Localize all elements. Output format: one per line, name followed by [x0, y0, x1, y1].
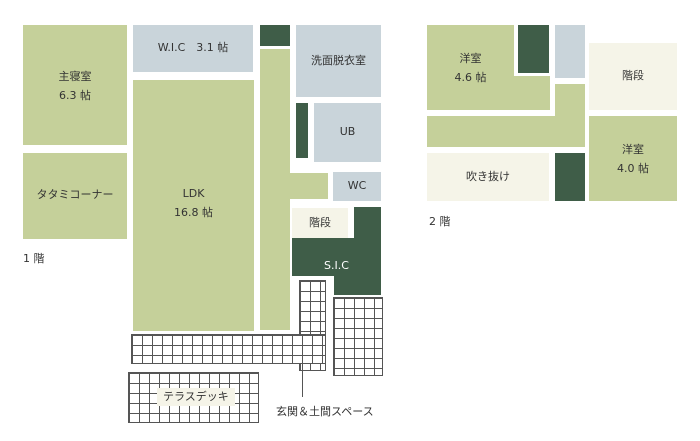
- room-western-46-size: 4.6 帖: [454, 71, 487, 84]
- room-storage-narrow: [296, 103, 308, 158]
- room-master-bedroom-size: 6.3 帖: [59, 89, 91, 102]
- room-master-bedroom-name: 主寝室: [58, 70, 92, 83]
- floor-label-1f: 1 階: [23, 252, 45, 265]
- room-walk-in-closet-label: W.I.C 3.1 帖: [157, 41, 229, 54]
- entrance-label: 玄関＆土間スペース: [276, 405, 374, 418]
- room-stairs-1f: 階段: [292, 208, 348, 238]
- room-tatami-corner: タタミコーナー: [23, 153, 127, 239]
- terrace-deck: テラスデッキ: [128, 372, 259, 423]
- floor-label-2f: 2 階: [429, 215, 451, 228]
- room-hallway-branch: [290, 173, 328, 199]
- room-western-40: 洋室 4.0 帖: [589, 116, 677, 201]
- room-washroom: 洗面脱衣室: [296, 25, 381, 97]
- room-toilet: WC: [333, 172, 381, 201]
- entrance-tiles-horizontal: [131, 334, 326, 364]
- room-stairs-2f-name: 階段: [622, 69, 644, 82]
- room-western-46-ext: [514, 76, 550, 110]
- room-closet-2f-top: [518, 25, 549, 73]
- entrance-tiles-right: [333, 297, 383, 376]
- room-walk-in-closet: W.I.C 3.1 帖: [133, 25, 253, 72]
- room-closet-2f-blue: [555, 25, 585, 78]
- room-closet-2f-bottom: [555, 153, 585, 201]
- terrace-deck-name: テラスデッキ: [157, 388, 235, 406]
- room-western-46: 洋室 4.6 帖: [427, 25, 514, 110]
- room-atrium: 吹き抜け: [427, 153, 549, 201]
- room-unit-bath-name: UB: [339, 125, 356, 138]
- room-master-bedroom: 主寝室 6.3 帖: [23, 25, 127, 145]
- entrance-leader-line: [302, 355, 303, 397]
- room-hallway: [260, 49, 290, 330]
- room-western-40-size: 4.0 帖: [617, 162, 649, 175]
- room-shoe-closet-name: S.I.C: [324, 259, 349, 272]
- room-storage-small: [260, 25, 290, 46]
- room-hall-2f-vertical: [555, 84, 585, 147]
- room-washroom-name: 洗面脱衣室: [311, 54, 366, 67]
- room-ldk: LDK 16.8 帖: [133, 80, 254, 331]
- room-western-46-name: 洋室: [459, 52, 482, 65]
- room-atrium-name: 吹き抜け: [466, 170, 510, 183]
- room-toilet-name: WC: [347, 179, 367, 192]
- room-ldk-size: 16.8 帖: [174, 206, 213, 219]
- room-western-40-name: 洋室: [622, 143, 644, 156]
- room-ldk-name: LDK: [182, 187, 205, 200]
- room-tatami-corner-name: タタミコーナー: [36, 188, 114, 201]
- room-shoe-closet-top: [354, 207, 381, 239]
- room-stairs-2f: 階段: [589, 43, 677, 110]
- room-unit-bath: UB: [314, 103, 381, 162]
- room-stairs-1f-name: 階段: [309, 216, 331, 229]
